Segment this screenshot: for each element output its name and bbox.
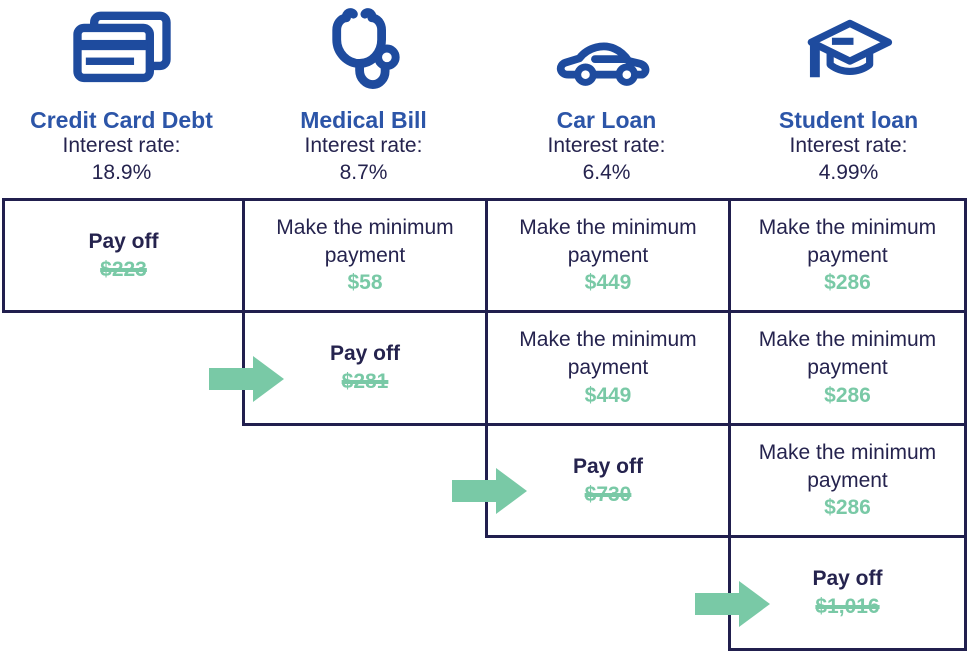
- minimum-payment-cell: Make the minimum payment $449: [485, 198, 731, 313]
- payoff-arrow-icon: [209, 356, 285, 402]
- payment-action-label: Make the minimum payment: [276, 215, 454, 267]
- debt-title: Medical Bill: [300, 107, 427, 133]
- minimum-payment-cell: Make the minimum payment $58: [242, 198, 488, 313]
- payment-action-label: Make the minimum payment: [758, 328, 937, 380]
- payoff-arrow-icon: [695, 581, 771, 627]
- payment-amount: $281: [341, 370, 389, 393]
- interest-rate-label: Interest rate:: [547, 134, 666, 158]
- payment-amount: $1,016: [815, 595, 880, 618]
- payoff-arrow-icon: [452, 468, 528, 514]
- payoff-cell: Pay off $223: [2, 198, 245, 313]
- interest-rate-value: 18.9%: [91, 161, 152, 185]
- credit-cards-icon: [0, 0, 243, 104]
- graduation-cap-icon: [727, 0, 970, 104]
- column-header-medical-bill: Medical Bill Interest rate: 8.7%: [242, 0, 485, 196]
- column-header-car-loan: Car Loan Interest rate: 6.4%: [485, 0, 728, 196]
- car-icon: [485, 0, 728, 104]
- payment-amount: $286: [824, 271, 871, 295]
- payment-action-label: Make the minimum payment: [519, 328, 697, 380]
- payment-amount: $730: [584, 482, 632, 506]
- payment-action-label: Pay off: [572, 454, 643, 478]
- payment-action-label: Pay off: [88, 229, 159, 253]
- column-header-student-loan: Student loan Interest rate: 4.99%: [727, 0, 970, 196]
- interest-rate-value: 4.99%: [818, 161, 879, 185]
- payment-amount: $223: [100, 257, 147, 281]
- minimum-payment-cell: Make the minimum payment $286: [728, 423, 967, 538]
- minimum-payment-cell: Make the minimum payment $286: [728, 198, 967, 313]
- payment-action-label: Make the minimum payment: [758, 440, 937, 492]
- payment-action-label: Pay off: [812, 567, 883, 591]
- payoff-cell: Pay off $281: [242, 310, 488, 426]
- debt-title: Credit Card Debt: [30, 107, 213, 133]
- payment-action-label: Pay off: [329, 342, 400, 366]
- minimum-payment-cell: Make the minimum payment $449: [485, 310, 731, 426]
- debt-title: Student loan: [778, 107, 919, 133]
- payment-amount: $449: [584, 271, 632, 295]
- debt-title: Car Loan: [556, 107, 657, 133]
- payment-action-label: Make the minimum payment: [519, 215, 697, 267]
- column-header-credit-card: Credit Card Debt Interest rate: 18.9%: [0, 0, 243, 196]
- interest-rate-label: Interest rate:: [304, 134, 423, 158]
- interest-rate-label: Interest rate:: [62, 134, 181, 158]
- interest-rate-value: 6.4%: [582, 161, 631, 185]
- interest-rate-value: 8.7%: [339, 161, 388, 185]
- stethoscope-icon: [242, 0, 485, 104]
- payment-action-label: Make the minimum payment: [758, 215, 937, 267]
- minimum-payment-cell: Make the minimum payment $286: [728, 310, 967, 426]
- payment-amount: $286: [824, 383, 871, 407]
- interest-rate-label: Interest rate:: [789, 134, 908, 158]
- payment-amount: $58: [347, 271, 383, 295]
- payment-amount: $286: [824, 496, 871, 520]
- payment-amount: $449: [584, 383, 632, 407]
